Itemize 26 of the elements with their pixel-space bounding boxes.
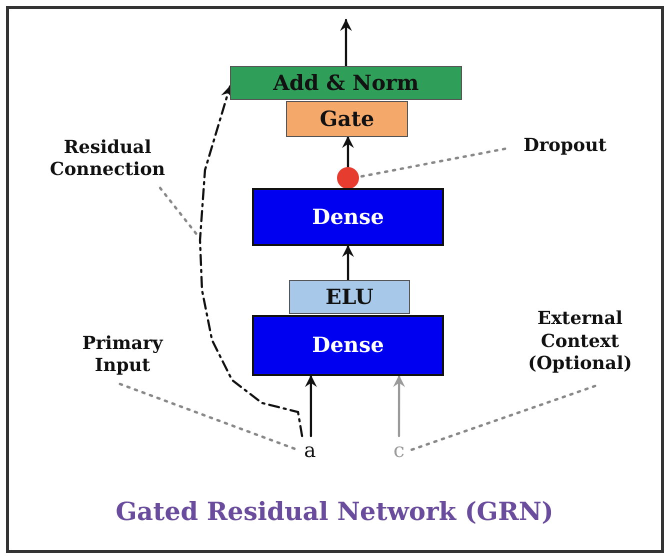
input-label: a xyxy=(304,438,316,462)
arrow xyxy=(342,244,354,282)
arrow xyxy=(342,136,354,168)
callout-label: External Context (Optional) xyxy=(526,308,634,376)
box-label: Add & Norm xyxy=(273,70,419,96)
process-box xyxy=(252,315,444,376)
process-box xyxy=(230,66,462,100)
box-label: ELU xyxy=(326,284,374,310)
leader-line xyxy=(158,186,200,238)
box-label: Gate xyxy=(320,106,374,132)
leader-line xyxy=(410,384,596,452)
input-label: c xyxy=(393,438,405,462)
callout-label: Residual Connection xyxy=(48,136,166,182)
diagram-title: Gated Residual Network (GRN) xyxy=(114,496,554,528)
callout-label: Primary Input xyxy=(81,332,164,378)
leader-line xyxy=(358,148,506,178)
process-box xyxy=(252,188,444,246)
box-label: Dense xyxy=(312,332,384,359)
residual-arrow xyxy=(198,85,304,438)
box-label: Dense xyxy=(312,204,384,230)
arrow xyxy=(340,18,352,68)
arrow xyxy=(304,374,317,438)
process-box xyxy=(286,101,408,137)
callout-label: Dropout xyxy=(523,134,607,158)
arrow xyxy=(393,374,406,438)
process-box xyxy=(289,280,410,314)
